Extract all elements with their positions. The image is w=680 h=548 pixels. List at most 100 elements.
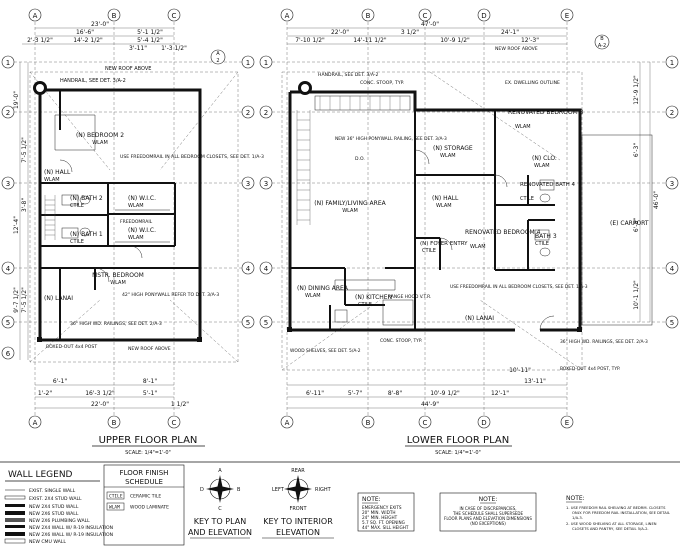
- dimension-label: 6'-8": [633, 218, 640, 232]
- room-floor-code: CTILE: [520, 196, 534, 202]
- room-floor-code: WLAM: [92, 140, 108, 146]
- note-line: 5.7 SQ. FT. OPENING: [362, 520, 405, 525]
- grid-bubble-label: C: [423, 12, 428, 20]
- compass-dir: FRONT: [289, 506, 307, 512]
- grid-bubble-label: C: [172, 419, 177, 427]
- dimension-label: 10'-1 1/2": [633, 280, 640, 310]
- dimension-label: 46'-0": [653, 191, 660, 209]
- grid-bubble-label: 4: [246, 265, 251, 273]
- upper-floor-plan: 23'-0" 16'-6" 5'-1 1/2" 2'-3 1/2" 14'-2 …: [13, 21, 264, 456]
- dimension-label: 16'-6": [76, 29, 94, 36]
- note-line: 44" MAX. SILL HEIGHT: [362, 525, 409, 530]
- dimension-label: 5'-1": [143, 390, 157, 397]
- grid-bubble-label: B: [112, 12, 117, 20]
- note-line: ONLY. FOR FREEDOM RAIL INSTALLATION, SEE…: [572, 511, 671, 515]
- room-label: (N) BATH 2: [70, 195, 103, 202]
- grid-bubble-label: 3: [6, 180, 10, 188]
- grid-bubble-label: C: [172, 12, 177, 20]
- dimension-label: 10'-11": [509, 367, 531, 374]
- plan-note: CONC. STOOP, TYP.: [360, 80, 404, 86]
- room-label: (N) W.I.C.: [128, 227, 156, 234]
- plan-note: NEW ROOF ABOVE: [495, 46, 538, 52]
- compass-dir: A: [218, 468, 222, 474]
- grid-bubble-label: B: [366, 419, 371, 427]
- wall-legend-item: NEW 2X6 WALL W/ R-19 INSULATION: [29, 532, 113, 538]
- dimension-label: 12'-3": [521, 37, 539, 44]
- room-floor-code: CTILE: [70, 203, 84, 209]
- dimension-label: 5'-1 1/2": [137, 29, 163, 36]
- compass-dir: D: [200, 487, 204, 493]
- grid-bubble-label: A: [33, 419, 38, 427]
- plan-note: NEW ROOF ABOVE: [128, 346, 171, 352]
- grid-bubble-label: 2: [246, 109, 250, 117]
- room-floor-code: CTILE: [535, 241, 549, 247]
- dimension-label: 44'-9": [421, 401, 439, 408]
- dimension-label: 6'-3": [633, 143, 640, 157]
- dimension-label: 14'-11 1/2": [353, 37, 387, 44]
- floor-finish-schedule: FLOOR FINISH SCHEDULE CTILE CERAMIC TILE…: [103, 464, 185, 546]
- dimension-label: 6'-1": [53, 378, 67, 385]
- wall-legend: WALL LEGEND EXIST. SINGLE WALL EXIST. 2X…: [4, 470, 113, 545]
- room-label: (N) CLO.: [532, 155, 557, 162]
- dimension-label: 10'-9 1/2": [440, 37, 470, 44]
- wall-legend-item: NEW 2X4 WALL W/ R-19 INSULATION: [29, 525, 113, 531]
- wall-legend-title: WALL LEGEND: [8, 470, 73, 480]
- room-label: (N) DINING AREA: [297, 285, 349, 292]
- room-floor-code: WLAM: [534, 163, 550, 169]
- plan-note: EX. DWELLING OUTLINE: [505, 80, 560, 86]
- compass-dir: RIGHT: [315, 487, 332, 493]
- room-floor-code: WLAM: [128, 235, 144, 241]
- plan-note: BOXED-OUT 4x4 POST, TYP.: [560, 366, 620, 372]
- note-line: (NO EXCEPTIONS): [470, 521, 506, 526]
- note-emergency-exits: NOTE: EMERGENCY EXITS 20" MIN. WIDTH 24"…: [357, 492, 415, 532]
- note-line: CLOSETS AND PANTRY, SEE DETAIL 5/A-2.: [572, 527, 649, 531]
- dimension-label: 5'-4 1/2": [137, 37, 163, 44]
- dimension-label: 5'-7": [348, 390, 362, 397]
- grid-bubble-label: D: [481, 12, 486, 20]
- grid-bubble-label: B: [112, 419, 117, 427]
- note-line: 24" MIN. HEIGHT: [362, 515, 398, 520]
- lower-floor-plan: 47'-0" 22'-0" 3 1/2" 24'-1" 7'-10 1/2" 1…: [281, 21, 660, 456]
- wall-legend-item: EXIST. SINGLE WALL: [29, 488, 76, 494]
- note-discrepancies: NOTE: IN CASE OF DISCREPANCIES, THE SCHE…: [439, 492, 537, 532]
- room-label: (N) KITCHEN: [355, 294, 392, 301]
- room-floor-code: WLAM: [110, 280, 126, 286]
- grid-bubble-label: 5: [670, 319, 674, 327]
- dimension-label: 19'-0": [13, 91, 20, 109]
- dimension-label: 14'-2 1/2": [73, 37, 103, 44]
- plan-note: HANDRAIL, SEE DET. 3/A-2: [318, 72, 379, 78]
- plan-note: USE FREEDOMRAIL IN ALL BEDROOM CLOSETS, …: [450, 284, 588, 290]
- room-floor-code: WLAM: [128, 203, 144, 209]
- room-floor-code: WLAM: [44, 177, 60, 183]
- room-label: (N) HALL: [44, 169, 71, 176]
- finish-desc: WOOD LAMINATE: [130, 505, 169, 511]
- note-line: 2. USE WOOD SHELVING AT ALL STORAGE, LIN…: [566, 522, 657, 526]
- grid-bubble-label: A: [285, 12, 290, 20]
- grid-bubble-label: 4: [264, 265, 269, 273]
- dimension-label: 7'-5 1/2": [21, 137, 28, 163]
- room-label: RENOVATED BATH 4: [520, 182, 576, 188]
- room-label: MSTR. BEDROOM: [92, 272, 144, 279]
- dimension-label: 22'-0": [91, 401, 109, 408]
- dimension-label: 47'-0": [421, 21, 439, 28]
- grid-bubble-label: 5: [6, 319, 10, 327]
- grid-bubble-label: B: [366, 12, 371, 20]
- wall-legend-item: NEW 2X4 STUD WALL: [29, 504, 79, 510]
- plan-note: 36" HIGH WD. RAILINGS, SEE DET. 2/A-3: [70, 321, 162, 327]
- plan-scale: SCALE: 1/4"=1'-0": [435, 450, 481, 456]
- plan-note: RANGE HOOD V.T.R.: [388, 294, 431, 300]
- dimension-label: 7'-5 1/2": [21, 287, 28, 313]
- compass-icon: [284, 475, 312, 503]
- compass-dir: REAR: [291, 468, 305, 474]
- dimension-label: 1'-2": [38, 390, 52, 397]
- dimension-label: 10'-9 1/2": [430, 390, 460, 397]
- key-title-2: ELEVATION: [276, 528, 320, 537]
- dimension-label: 8'-8": [388, 390, 402, 397]
- note-line: 20" MIN. WIDTH: [362, 510, 396, 515]
- room-label: RENOVATED BEDROOM 3: [508, 109, 584, 116]
- plan-scale: SCALE: 1/4"=1'-0": [125, 450, 171, 456]
- section-marker-label: A-2: [598, 43, 606, 49]
- compass-dir: C: [218, 506, 222, 512]
- plan-note: 36" HIGH WD. RAILINGS, SEE DET. 2/A-3: [560, 339, 648, 345]
- grid-bubble-label: 6: [6, 350, 11, 358]
